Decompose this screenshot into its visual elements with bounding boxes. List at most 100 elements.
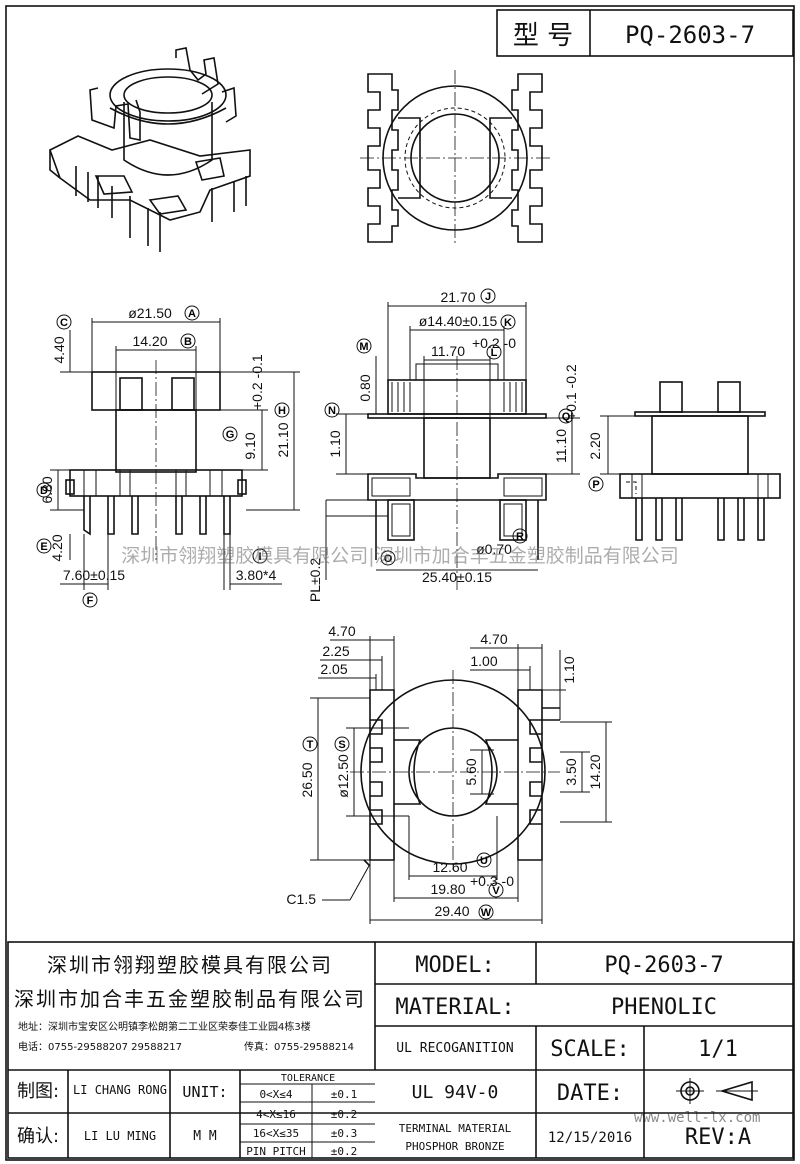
marker-r: R <box>512 528 528 544</box>
dim-k: ø14.40±0.15 <box>419 313 498 329</box>
tol-range-1: 0<X≤4 <box>259 1088 292 1101</box>
dim-c: 4.40 <box>51 336 67 363</box>
dim-top-c: 2.05 <box>320 661 347 677</box>
dim-o: 25.40±0.15 <box>422 569 492 585</box>
svg-text:E: E <box>40 541 47 553</box>
marker-q: Q <box>558 408 574 424</box>
dim-s: ø12.50 <box>335 754 351 798</box>
dim-n: 1.10 <box>327 430 343 457</box>
marker-v: V <box>488 882 504 898</box>
marker-m: M <box>356 338 372 354</box>
phone: 电话：0755-29588207 29588217 <box>18 1040 182 1053</box>
material-value: PHENOLIC <box>611 995 717 1020</box>
svg-text:W: W <box>481 907 492 919</box>
drawn-by: LI CHANG RONG <box>73 1083 167 1097</box>
svg-text:G: G <box>226 429 235 441</box>
dim-j: 21.70 <box>440 289 475 305</box>
tol-range-2: 4<X≤16 <box>256 1108 296 1121</box>
marker-e: E <box>36 538 52 554</box>
tol-range-4: PIN PITCH <box>246 1145 306 1158</box>
site-watermark: www.well-lx.com <box>634 1110 760 1126</box>
svg-text:B: B <box>184 336 192 348</box>
watermark: 深圳市翎翔塑胶模具有限公司|深圳市加合丰五金塑胶制品有限公司 <box>121 545 678 567</box>
title-block: 深圳市翎翔塑胶模具有限公司 深圳市加合丰五金塑胶制品有限公司 地址：深圳市宝安区… <box>7 941 794 1159</box>
dim-e: 4.20 <box>49 534 65 561</box>
svg-text:V: V <box>492 885 500 897</box>
svg-text:F: F <box>87 595 94 607</box>
marker-j: J <box>480 288 496 304</box>
dim-f: 7.60±0.15 <box>63 567 125 583</box>
date-label: DATE: <box>557 1081 623 1106</box>
dim-i: 3.80*4 <box>236 567 277 583</box>
marker-g: G <box>222 426 238 442</box>
dim-v-tol: +0.3 -0 <box>470 873 514 889</box>
svg-text:U: U <box>480 855 488 867</box>
section-view <box>367 356 547 590</box>
dim-q-tol: +0.1 -0.2 <box>563 364 579 420</box>
dim-a: ø21.50 <box>128 305 172 321</box>
marker-w: W <box>478 904 494 920</box>
ul-label: UL RECOGANITION <box>396 1041 513 1056</box>
bottom-view <box>350 670 560 870</box>
tol-value-3: ±0.3 <box>331 1127 358 1140</box>
tolerance-title: TOLERANCE <box>281 1073 335 1084</box>
svg-text:I: I <box>258 551 261 563</box>
tol-value-4: ±0.2 <box>331 1145 358 1158</box>
drawn-label: 制图: <box>17 1081 59 1102</box>
marker-u: U <box>476 852 492 868</box>
svg-text:N: N <box>328 405 336 417</box>
svg-text:O: O <box>384 553 393 565</box>
header-label: 型 号 <box>513 21 573 51</box>
unit-label: UNIT: <box>182 1083 227 1101</box>
dim-mid-c: 14.20 <box>587 754 603 789</box>
dimension-lines <box>50 302 652 924</box>
dim-c15: C1.5 <box>286 891 316 907</box>
dim-u: 12.60 <box>432 859 467 875</box>
header-model: PQ-2603-7 <box>625 21 755 49</box>
isometric-view <box>49 47 251 252</box>
dimension-labels: ø21.50 14.20 4.40 6.80 4.20 7.60±0.15 9.… <box>39 289 603 919</box>
dim-p: 2.20 <box>587 432 603 459</box>
svg-text:H: H <box>278 405 286 417</box>
dimension-markers: A B C D E F G H I J K L M N O P Q R S T … <box>36 288 604 920</box>
marker-h: H <box>274 402 290 418</box>
dim-b: 14.20 <box>132 333 167 349</box>
address: 地址：深圳市宝安区公明镇李松朗第二工业区荣泰佳工业园4栋3楼 <box>18 1020 311 1033</box>
checked-by: LI LU MING <box>84 1129 156 1143</box>
dim-g: 9.10 <box>242 432 258 459</box>
marker-n: N <box>324 402 340 418</box>
svg-text:Q: Q <box>562 411 571 423</box>
svg-text:M: M <box>359 341 368 353</box>
date-value: 12/15/2016 <box>548 1130 632 1146</box>
terminal-label: TERMINAL MATERIAL <box>399 1122 512 1135</box>
marker-s: S <box>334 736 350 752</box>
svg-text:A: A <box>188 308 196 320</box>
terminal-value: PHOSPHOR BRONZE <box>405 1140 504 1153</box>
svg-text:S: S <box>338 739 345 751</box>
dim-v: 19.80 <box>430 881 465 897</box>
front-view <box>65 360 247 560</box>
company2: 深圳市加合丰五金塑胶制品有限公司 <box>14 987 366 1011</box>
check-label: 确认: <box>17 1126 59 1147</box>
dim-top-f: 1.10 <box>561 656 577 683</box>
svg-text:K: K <box>504 317 512 329</box>
dim-top-b: 2.25 <box>322 643 349 659</box>
dim-t: 26.50 <box>299 762 315 797</box>
sheet-border <box>5 5 795 1161</box>
marker-k: K <box>500 314 516 330</box>
marker-o: O <box>380 550 396 566</box>
marker-l: L <box>486 344 502 360</box>
ul-value: UL 94V-0 <box>412 1082 499 1103</box>
dim-g-tol: +0.2 -0.1 <box>249 354 265 410</box>
marker-f: F <box>82 592 98 608</box>
dim-q: 11.10 <box>553 429 569 463</box>
unit-value: M M <box>193 1129 217 1144</box>
dim-top-e: 1.00 <box>470 653 497 669</box>
tol-value-2: ±0.2 <box>331 1108 358 1121</box>
dim-top-a: 4.70 <box>328 623 355 639</box>
scale-value: 1/1 <box>698 1037 738 1062</box>
marker-t: T <box>302 736 318 752</box>
dim-l: 11.70 <box>431 343 465 359</box>
revision: REV:A <box>685 1125 751 1150</box>
